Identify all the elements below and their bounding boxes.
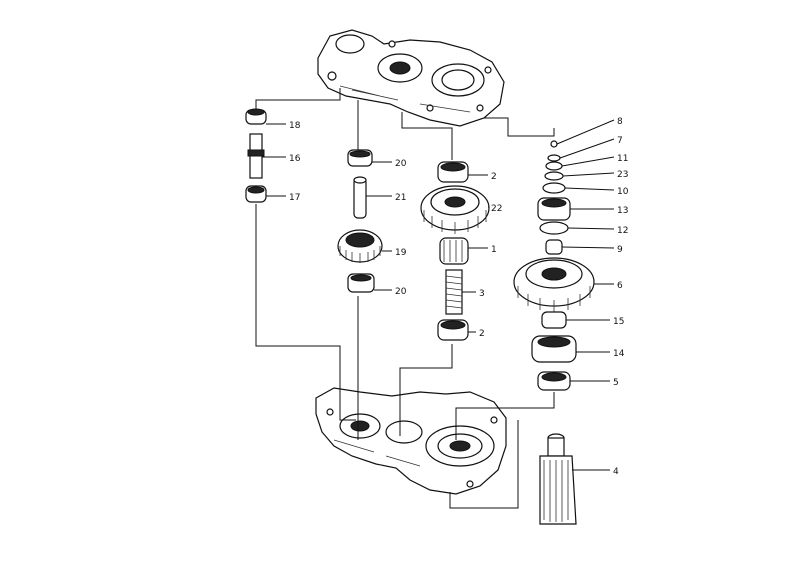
part-20-lower-bearing	[347, 273, 375, 293]
part-7-washer	[547, 154, 561, 162]
part-20-upper-bearing	[347, 149, 373, 167]
callout-8: 8	[617, 117, 623, 127]
callout-6: 6	[617, 281, 623, 291]
assembly-lines	[255, 88, 555, 509]
part-3-splined-shaft	[445, 269, 463, 315]
callout-17: 17	[289, 193, 300, 203]
callout-4: 4	[613, 467, 619, 477]
callout-19: 19	[395, 248, 407, 258]
part-6-gear	[513, 257, 595, 312]
callout-13: 13	[617, 206, 628, 216]
part-16-shaft	[247, 133, 265, 179]
callout-2-lower: 2	[479, 329, 485, 339]
upper-housing-cover	[317, 29, 505, 127]
part-11-ring	[545, 161, 563, 171]
lower-housing	[315, 387, 507, 495]
part-23-ring	[544, 171, 564, 181]
part-9-sleeve	[545, 239, 563, 255]
callout-14: 14	[613, 349, 625, 359]
part-4-output-shaft	[539, 433, 577, 525]
part-17-bearing	[245, 185, 267, 203]
part-18-bearing	[245, 108, 267, 125]
callout-16: 16	[289, 154, 301, 164]
callout-12: 12	[617, 226, 628, 236]
callout-15: 15	[613, 317, 624, 327]
part-21-pin	[353, 176, 367, 219]
part-22-gear	[420, 185, 490, 234]
callout-2-upper: 2	[491, 172, 497, 182]
callout-21: 21	[395, 193, 406, 203]
leader-lines	[262, 119, 615, 471]
part-2-upper-bearing	[437, 161, 469, 183]
callout-5: 5	[613, 378, 619, 388]
callout-10: 10	[617, 187, 629, 197]
callout-7: 7	[617, 136, 623, 146]
callout-22: 22	[491, 204, 502, 214]
part-2-lower-bearing	[437, 319, 469, 341]
callout-20-lower: 20	[395, 287, 407, 297]
callout-11: 11	[617, 154, 628, 164]
callout-1: 1	[491, 245, 497, 255]
part-10-ring	[542, 182, 566, 194]
part-12-ring	[539, 221, 569, 235]
callout-3: 3	[479, 289, 485, 299]
part-13-bearing	[537, 197, 571, 221]
part-1-gear	[439, 237, 469, 265]
callout-9: 9	[617, 245, 623, 255]
callout-labels: 18 16 17 20 21 19 20 2 22 1 3 2 8 7 11 2…	[289, 117, 629, 477]
part-19-gear	[337, 229, 383, 263]
callout-20-upper: 20	[395, 159, 407, 169]
part-15-bearing	[541, 311, 567, 329]
part-8-nut	[550, 140, 558, 148]
part-14-bearing	[531, 335, 577, 363]
part-5-ring	[537, 371, 571, 391]
callout-18: 18	[289, 121, 301, 131]
callout-23: 23	[617, 170, 628, 180]
